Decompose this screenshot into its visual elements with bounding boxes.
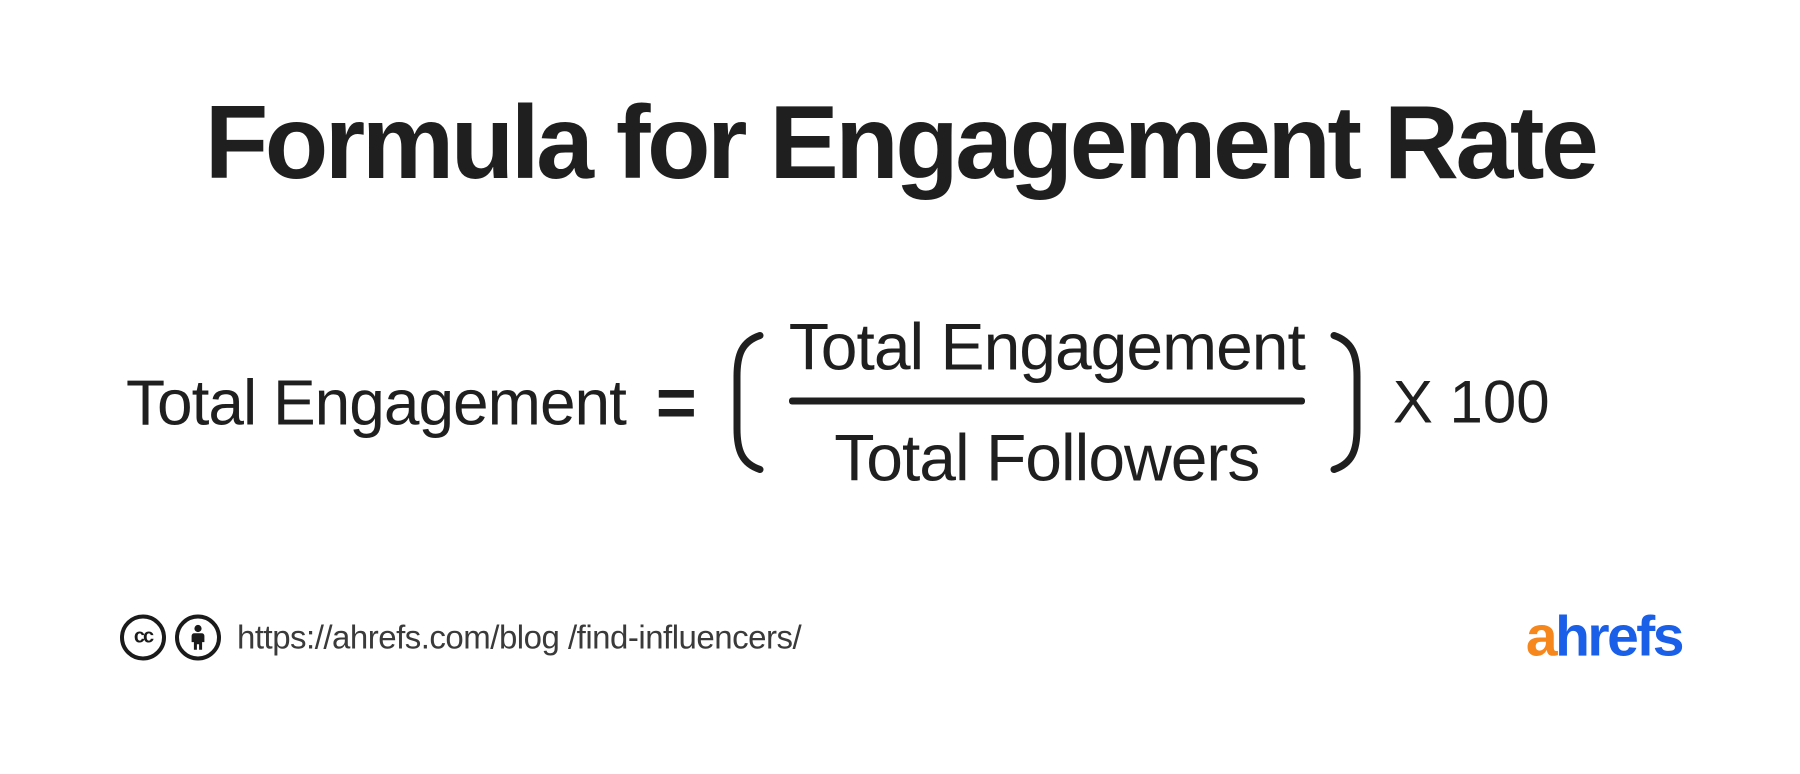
attribution-person-icon <box>175 614 221 660</box>
fraction-bar <box>788 397 1305 405</box>
fraction: Total Engagement Total Followers <box>773 309 1321 496</box>
fraction-denominator: Total Followers <box>834 420 1260 495</box>
right-parenthesis <box>1330 331 1361 473</box>
formula-lhs: Total Engagement <box>126 366 627 438</box>
ahrefs-logo-a: a <box>1525 604 1558 669</box>
page-title: Formula for Engagement Rate <box>204 85 1599 201</box>
ahrefs-logo-hrefs: hrefs <box>1555 604 1684 669</box>
footer: cc https://ahrefs.com/blog /find-influen… <box>120 608 1685 666</box>
cc-icon-label: cc <box>133 625 154 647</box>
left-parenthesis <box>733 331 764 473</box>
engagement-rate-formula: Total Engagement = Total Engagement Tota… <box>126 309 1550 496</box>
source-url-text: https://ahrefs.com/blog /find-influencer… <box>237 618 802 655</box>
equals-sign: = <box>655 363 697 441</box>
license-badges: cc <box>120 614 221 660</box>
fraction-numerator: Total Engagement <box>788 309 1306 384</box>
multiplier-x100: X 100 <box>1392 368 1550 436</box>
ahrefs-logo: ahrefs <box>1526 608 1685 666</box>
cc-icon: cc <box>120 614 166 660</box>
